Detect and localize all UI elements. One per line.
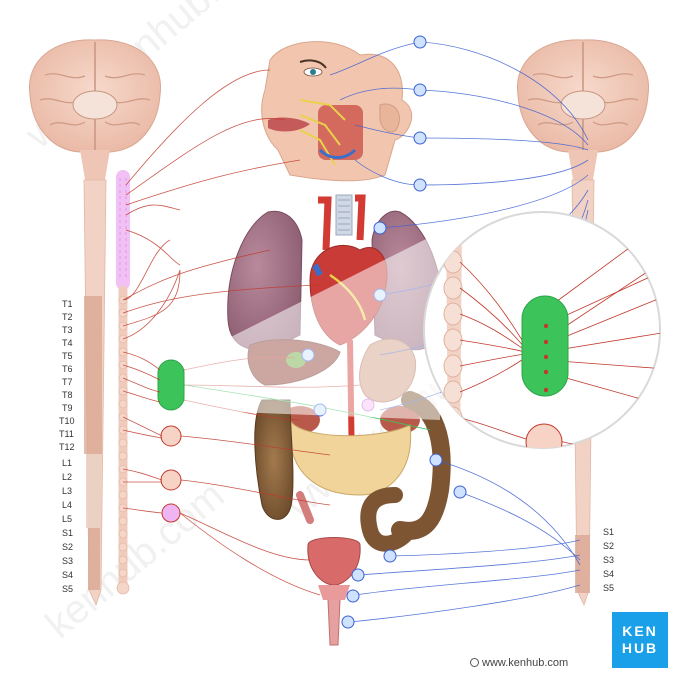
inferior-mesenteric-ganglion <box>160 469 182 491</box>
segment-label: T12 <box>59 442 75 452</box>
segment-label: S5 <box>62 584 74 594</box>
segment-label: T3 <box>62 325 73 335</box>
logo-line-1: KEN <box>622 623 658 639</box>
logo-line-2: HUB <box>621 640 659 656</box>
segment-label: T9 <box>62 403 73 413</box>
right-brain <box>516 39 650 185</box>
segment-label: S2 <box>62 542 74 552</box>
credit-url: www.kenhub.com <box>482 657 569 669</box>
segment-label: S3 <box>62 556 74 566</box>
segment-label: L4 <box>62 500 73 510</box>
sympathetic-nerves <box>122 69 361 596</box>
segment-label: S3 <box>603 555 615 565</box>
copyright-icon <box>470 658 479 667</box>
segment-label: L5 <box>62 514 73 524</box>
face-illustration <box>261 41 413 182</box>
segment-label: T1 <box>62 299 73 309</box>
segment-label: T5 <box>62 351 73 361</box>
segment-label: L3 <box>62 486 73 496</box>
sympathetic-trunk <box>116 170 130 595</box>
segment-label: S2 <box>603 541 615 551</box>
segment-label: S4 <box>603 569 615 579</box>
segment-label: T4 <box>62 338 73 348</box>
segment-label: T2 <box>62 312 73 322</box>
segment-label: L2 <box>62 472 73 482</box>
celiac-ganglion <box>157 359 185 411</box>
left-spinal-cord <box>83 179 107 607</box>
segment-label: T7 <box>62 377 73 387</box>
superior-mesenteric-ganglion <box>160 425 182 447</box>
segment-label: S1 <box>62 528 74 538</box>
segment-label: T10 <box>59 416 75 426</box>
zoom-inset <box>185 211 661 449</box>
hypogastric-plexus <box>161 503 181 523</box>
left-brain <box>28 39 162 185</box>
segment-label: S5 <box>603 583 615 593</box>
bladder <box>307 537 361 646</box>
segment-label: S4 <box>62 570 74 580</box>
segment-label: T11 <box>59 429 74 439</box>
segment-label: T8 <box>62 390 73 400</box>
prevertebral-ganglia <box>157 359 185 523</box>
trachea <box>335 194 353 236</box>
segment-label: T6 <box>62 364 73 374</box>
segment-label: L1 <box>62 458 73 468</box>
credit-text: www.kenhub.com <box>470 657 568 669</box>
segment-label: S1 <box>603 527 615 537</box>
kenhub-logo[interactable]: KEN HUB <box>612 612 668 668</box>
